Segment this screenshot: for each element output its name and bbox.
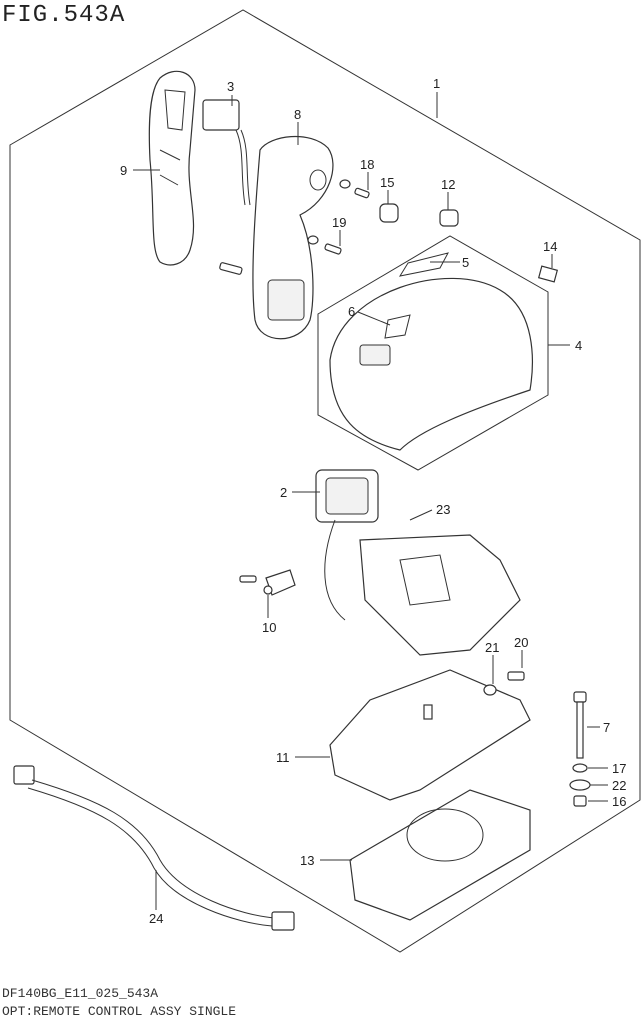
hardware-items	[219, 179, 559, 283]
switch-and-base	[315, 469, 521, 656]
callout-18: 18	[360, 157, 374, 172]
connector	[202, 99, 251, 206]
callout-5: 5	[462, 255, 469, 270]
callout-7: 7	[603, 720, 610, 735]
callout-22: 22	[612, 778, 626, 793]
callout-6: 6	[348, 304, 355, 319]
bolt-stack	[569, 691, 591, 807]
callout-1: 1	[433, 76, 440, 91]
gasket-plate	[349, 789, 531, 921]
cable	[13, 765, 295, 931]
assembly-outline	[9, 9, 641, 953]
callout-21: 21	[485, 640, 499, 655]
callout-9: 9	[120, 163, 127, 178]
callout-23: 23	[436, 502, 450, 517]
callout-2: 2	[280, 485, 287, 500]
callout-13: 13	[300, 853, 314, 868]
callout-4: 4	[575, 338, 582, 353]
figure-code: DF140BG_E11_025_543A	[2, 986, 159, 1001]
callout-8: 8	[294, 107, 301, 122]
bracket	[239, 569, 296, 596]
wire-harness	[148, 70, 196, 266]
figure-caption: OPT:REMOTE CONTROL ASSY SINGLE	[2, 1004, 237, 1019]
callout-17: 17	[612, 761, 626, 776]
callout-11: 11	[276, 750, 290, 765]
callout-19: 19	[332, 215, 346, 230]
lower-housing	[329, 669, 531, 801]
callout-3: 3	[227, 79, 234, 94]
callout-16: 16	[612, 794, 626, 809]
leader-lines	[133, 92, 608, 910]
callout-24: 24	[149, 911, 163, 926]
callout-12: 12	[441, 177, 455, 192]
callout-15: 15	[380, 175, 394, 190]
cover	[329, 252, 533, 451]
callout-20: 20	[514, 635, 528, 650]
callout-10: 10	[262, 620, 276, 635]
cover-group-outline	[317, 235, 549, 471]
figure-title: FIG.543A	[2, 2, 126, 29]
control-handle	[252, 136, 334, 340]
callout-14: 14	[543, 239, 557, 254]
